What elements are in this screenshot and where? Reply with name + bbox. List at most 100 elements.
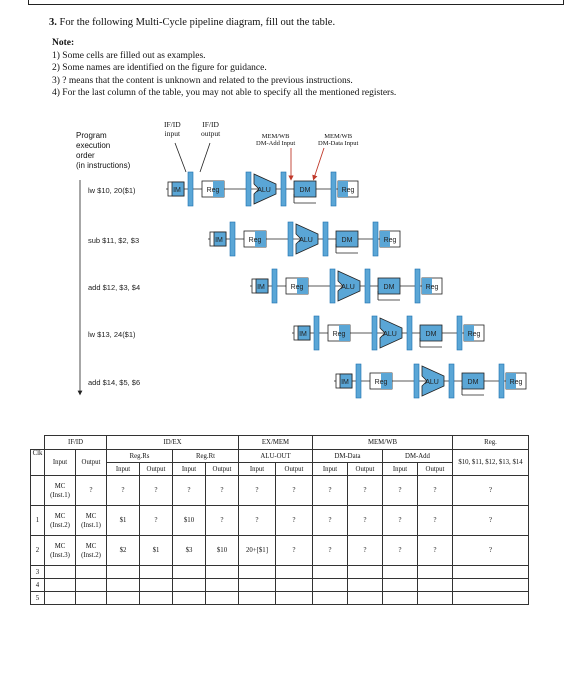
cell-clk[interactable]: 5 (30, 591, 45, 605)
cell-ifid-out[interactable]: MC (Inst.2) (75, 535, 107, 566)
cell-ifid-in[interactable] (44, 591, 76, 605)
cell-rs-out[interactable] (139, 578, 173, 592)
pipeline-register (313, 315, 320, 351)
cell-da-out[interactable]: ? (417, 535, 453, 566)
cell-rt-out[interactable] (205, 565, 239, 579)
cell-alu-in[interactable]: 20+[$1] (238, 535, 276, 566)
cell-alu-in[interactable] (238, 591, 276, 605)
pe-label-line: execution (76, 141, 111, 150)
cell-reg[interactable] (452, 565, 529, 579)
cell-ifid-in[interactable]: MC (Inst.1) (44, 475, 76, 506)
reg-write-label: Reg (468, 331, 481, 338)
cell-alu-out[interactable]: ? (275, 475, 313, 506)
im-label: IM (341, 379, 349, 386)
cell-da-in[interactable]: ? (382, 475, 418, 506)
cell-da-in[interactable] (382, 578, 418, 592)
cell-ifid-out[interactable] (75, 565, 107, 579)
cell-rt-in[interactable] (172, 578, 206, 592)
cell-dd-in[interactable]: ? (312, 505, 348, 536)
cell-clk[interactable]: 2 (30, 535, 45, 566)
dm-box (377, 277, 401, 295)
aluout-header: ALU-OUT (238, 449, 313, 463)
cell-clk[interactable]: 4 (30, 578, 45, 592)
cell-alu-out[interactable] (275, 578, 313, 592)
cell-rt-in[interactable]: ? (172, 475, 206, 506)
cell-rs-in[interactable]: $1 (106, 505, 140, 536)
cell-alu-out[interactable]: ? (275, 535, 313, 566)
dm-label: DM (300, 187, 311, 194)
cell-rt-in[interactable] (172, 591, 206, 605)
clk-header: Clk (30, 449, 45, 476)
cell-ifid-in[interactable]: MC (Inst.3) (44, 535, 76, 566)
subheader-output: Output (205, 462, 239, 476)
cell-ifid-in[interactable]: MC (Inst.2) (44, 505, 76, 536)
cell-da-in[interactable] (382, 591, 418, 605)
ifid-input-pointer (174, 142, 187, 173)
cell-rt-in[interactable]: $3 (172, 535, 206, 566)
cell-reg[interactable]: ? (452, 535, 529, 566)
dmdata-header: DM-Data (312, 449, 383, 463)
cell-rs-out[interactable] (139, 565, 173, 579)
cell-rt-out[interactable]: ? (205, 475, 239, 506)
cell-rs-out[interactable]: $1 (139, 535, 173, 566)
cell-dd-out[interactable]: ? (347, 535, 383, 566)
cell-da-in[interactable]: ? (382, 535, 418, 566)
cell-rs-in[interactable]: $2 (106, 535, 140, 566)
cell-dd-in[interactable] (312, 565, 348, 579)
cell-dd-out[interactable]: ? (347, 505, 383, 536)
cell-reg[interactable]: ? (452, 505, 529, 536)
pipeline-register (372, 221, 379, 257)
cell-dd-in[interactable]: ? (312, 535, 348, 566)
cell-rs-in[interactable] (106, 591, 140, 605)
cell-alu-out[interactable] (275, 591, 313, 605)
cell-rt-in[interactable] (172, 565, 206, 579)
cell-dd-out[interactable] (347, 591, 383, 605)
cell-dd-out[interactable]: ? (347, 475, 383, 506)
cell-da-in[interactable] (382, 565, 418, 579)
cell-alu-in[interactable] (238, 578, 276, 592)
cell-alu-in[interactable] (238, 565, 276, 579)
cell-ifid-out[interactable]: MC (Inst.1) (75, 505, 107, 536)
cell-rt-in[interactable]: $10 (172, 505, 206, 536)
cell-alu-out[interactable] (275, 565, 313, 579)
cell-rs-in[interactable]: ? (106, 475, 140, 506)
cell-reg[interactable]: ? (452, 475, 529, 506)
cell-rs-out[interactable]: ? (139, 505, 173, 536)
cell-rs-in[interactable] (106, 565, 140, 579)
cell-rs-out[interactable]: ? (139, 475, 173, 506)
cell-rs-out[interactable] (139, 591, 173, 605)
cell-da-out[interactable] (417, 591, 453, 605)
cell-da-out[interactable]: ? (417, 475, 453, 506)
cell-alu-in[interactable]: ? (238, 475, 276, 506)
cell-da-in[interactable]: ? (382, 505, 418, 536)
cell-dd-in[interactable]: ? (312, 475, 348, 506)
subheader-input: Input (238, 462, 276, 476)
cell-ifid-in[interactable] (44, 565, 76, 579)
cell-rt-out[interactable] (205, 578, 239, 592)
cell-rs-in[interactable] (106, 578, 140, 592)
cell-ifid-out[interactable] (75, 578, 107, 592)
cell-alu-out[interactable]: ? (275, 505, 313, 536)
cell-rt-out[interactable] (205, 591, 239, 605)
cell-reg[interactable] (452, 578, 529, 592)
cell-reg[interactable] (452, 591, 529, 605)
cell-rt-out[interactable]: ? (205, 505, 239, 536)
cell-da-out[interactable] (417, 565, 453, 579)
cell-rt-out[interactable]: $10 (205, 535, 239, 566)
cell-ifid-in[interactable] (44, 578, 76, 592)
cell-dd-out[interactable] (347, 578, 383, 592)
cell-ifid-out[interactable] (75, 591, 107, 605)
cell-dd-in[interactable] (312, 578, 348, 592)
cell-clk[interactable]: 3 (30, 565, 45, 579)
im-shade (297, 325, 311, 341)
cell-ifid-out[interactable]: ? (75, 475, 107, 506)
cell-dd-out[interactable] (347, 565, 383, 579)
cell-clk[interactable]: 1 (30, 505, 45, 536)
cell-da-out[interactable]: ? (417, 505, 453, 536)
cell-clk[interactable] (30, 475, 45, 506)
cell-alu-in[interactable]: ? (238, 505, 276, 536)
cell-dd-in[interactable] (312, 591, 348, 605)
cell-da-out[interactable] (417, 578, 453, 592)
instruction-label: lw $13, 24($1) (88, 330, 136, 339)
